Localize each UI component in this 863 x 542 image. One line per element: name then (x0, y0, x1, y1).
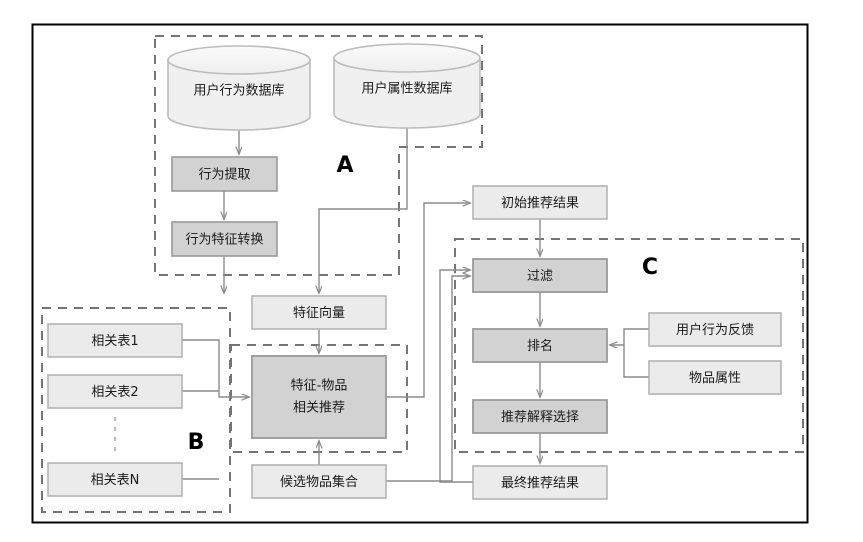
node-item-attribute[interactable]: 物品属性 (648, 360, 782, 395)
node-label: 行为特征转换 (185, 233, 263, 248)
node-label: 相关表1 (91, 334, 138, 349)
node-relation-table-n[interactable]: 相关表N (47, 462, 183, 497)
edge-candidate-filter (386, 276, 470, 482)
edge-rel1-rec (182, 339, 249, 397)
node-initial-rec-result[interactable]: 初始推荐结果 (472, 185, 608, 220)
node-label: 最终推荐结果 (501, 475, 579, 491)
node-label: 用户属性数据库 (361, 81, 452, 97)
connector-layer (182, 128, 649, 483)
node-relation-table-1[interactable]: 相关表1 (47, 323, 183, 358)
edge-final-filter (439, 270, 473, 483)
group-a-boundary (154, 35, 483, 276)
group-c-boundary (454, 238, 804, 453)
node-label: 行为提取 (198, 167, 250, 183)
node-user-behavior-db[interactable]: 用户行为数据库 (167, 45, 311, 131)
node-user-attribute-db[interactable]: 用户属性数据库 (333, 43, 481, 129)
node-ranking[interactable]: 排名 (472, 328, 608, 363)
group-label-c: C (642, 255, 658, 280)
node-label-line1: 特征-物品 (291, 379, 348, 394)
node-label: 用户行为数据库 (193, 83, 284, 99)
node-behavior-transform[interactable]: 行为特征转换 (171, 221, 278, 257)
node-user-feedback[interactable]: 用户行为反馈 (648, 312, 782, 347)
node-label: 相关表2 (91, 385, 138, 400)
node-label: 推荐解释选择 (501, 410, 579, 425)
node-final-rec-result[interactable]: 最终推荐结果 (472, 465, 608, 500)
edge-userfeedback-ranking (610, 328, 649, 345)
edge-attrdb-featurevector (319, 128, 408, 293)
node-label: 候选物品集合 (280, 474, 358, 490)
group-label-b: B (188, 430, 205, 455)
node-label: 初始推荐结果 (501, 196, 579, 211)
node-feature-vector[interactable]: 特征向量 (251, 295, 387, 330)
node-label: 用户行为反馈 (676, 322, 754, 338)
node-relation-table-2[interactable]: 相关表2 (47, 374, 183, 409)
edge-rec-initialresult (386, 203, 470, 398)
group-label-a: A (336, 153, 353, 178)
edge-itemattr-ranking (623, 345, 649, 378)
node-label-line2: 相关推荐 (293, 401, 345, 416)
node-label: 过滤 (527, 269, 553, 284)
node-candidate-items[interactable]: 候选物品集合 (251, 464, 387, 499)
node-feature-item-rec[interactable]: 特征-物品 相关推荐 (251, 355, 387, 439)
node-label: 排名 (527, 338, 553, 354)
node-label: 相关表N (91, 473, 140, 488)
node-label: 物品属性 (689, 371, 741, 386)
node-behavior-extract[interactable]: 行为提取 (171, 156, 278, 192)
node-rec-explanation[interactable]: 推荐解释选择 (472, 399, 608, 434)
node-label: 特征向量 (293, 305, 345, 321)
node-filter[interactable]: 过滤 (472, 258, 608, 293)
